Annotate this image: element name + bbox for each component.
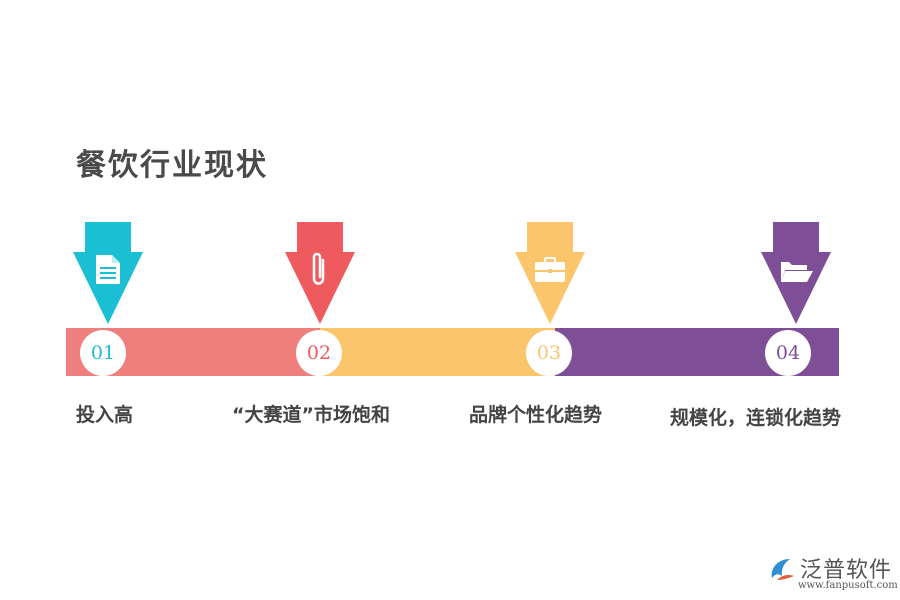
step-1-number: 01 xyxy=(80,330,126,376)
step-2-label: “大赛道”市场饱和 xyxy=(232,404,390,426)
briefcase-icon xyxy=(535,257,565,282)
step-4-arrow-marker xyxy=(761,222,831,324)
brand-watermark: 泛普软件 www.fanpusoft.com xyxy=(768,552,898,596)
brand-url: www.fanpusoft.com xyxy=(798,580,898,591)
step-1-label: 投入高 xyxy=(76,404,134,426)
step-3-number: 03 xyxy=(526,330,572,376)
document-icon xyxy=(96,255,120,284)
page-title: 餐饮行业现状 xyxy=(76,148,268,183)
brand-name: 泛普软件 xyxy=(800,558,893,583)
step-4-number: 04 xyxy=(765,330,811,376)
step-3-label: 品牌个性化趋势 xyxy=(469,404,603,426)
timeline-bar-segment-2 xyxy=(320,328,555,376)
step-2-number: 02 xyxy=(296,330,342,376)
step-2-arrow-marker xyxy=(285,222,355,324)
brand-logo-icon xyxy=(771,559,794,580)
step-4-label: 规模化，连锁化趋势 xyxy=(670,407,842,429)
step-1-arrow-marker xyxy=(73,222,143,324)
folder-open-icon xyxy=(781,262,813,282)
step-3-arrow-marker xyxy=(515,222,585,324)
paperclip-icon xyxy=(312,252,325,285)
